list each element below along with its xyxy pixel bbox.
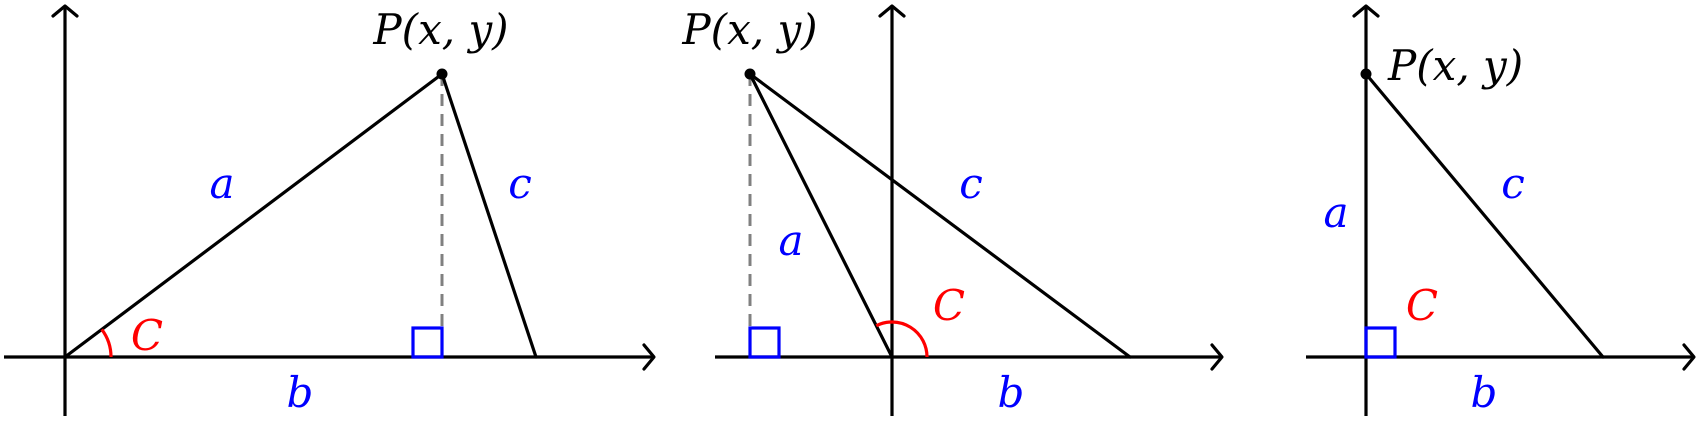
angle-c-label: C [933, 281, 965, 330]
x-axis-arrow-icon [1682, 343, 1696, 371]
right-angle-marker [1364, 326, 1397, 359]
point-p-label: P(x, y) [1387, 41, 1523, 90]
angle-c-label: C [1406, 281, 1438, 330]
y-axis-arrow-icon [51, 4, 79, 18]
side-c-line [748, 72, 1132, 359]
side-b-label: b [287, 368, 314, 417]
side-a-label: a [209, 159, 234, 208]
side-a-line [63, 72, 444, 359]
side-c-label: c [508, 159, 532, 208]
angle-c-arc [875, 320, 929, 358]
angle-c-arc [100, 328, 113, 358]
right-angle-marker [748, 326, 781, 359]
panel-acute-angle: P(x, y) a b c C [4, 4, 656, 417]
side-a-line [748, 72, 894, 359]
point-p-label: P(x, y) [681, 5, 817, 54]
side-a-label: a [1323, 188, 1348, 237]
side-a-label: a [778, 216, 803, 265]
side-c-line [440, 72, 538, 359]
point-p [1360, 68, 1372, 80]
x-axis-arrow-icon [642, 343, 656, 371]
point-p [436, 68, 448, 80]
point-p-label: P(x, y) [372, 5, 508, 54]
y-axis-arrow-icon [1352, 4, 1380, 18]
point-p [744, 68, 756, 80]
y-axis-arrow-icon [878, 4, 906, 18]
side-c-label: c [959, 159, 983, 208]
panel-obtuse-angle: P(x, y) a b c C [681, 4, 1224, 417]
side-c-line [1364, 72, 1605, 359]
side-b-label: b [998, 368, 1025, 417]
right-angle-marker [411, 326, 444, 359]
side-c-label: c [1501, 159, 1525, 208]
panel-right-angle: P(x, y) a b c C [1306, 4, 1696, 417]
side-b-label: b [1471, 368, 1498, 417]
angle-c-label: C [131, 311, 163, 360]
x-axis-arrow-icon [1210, 343, 1224, 371]
